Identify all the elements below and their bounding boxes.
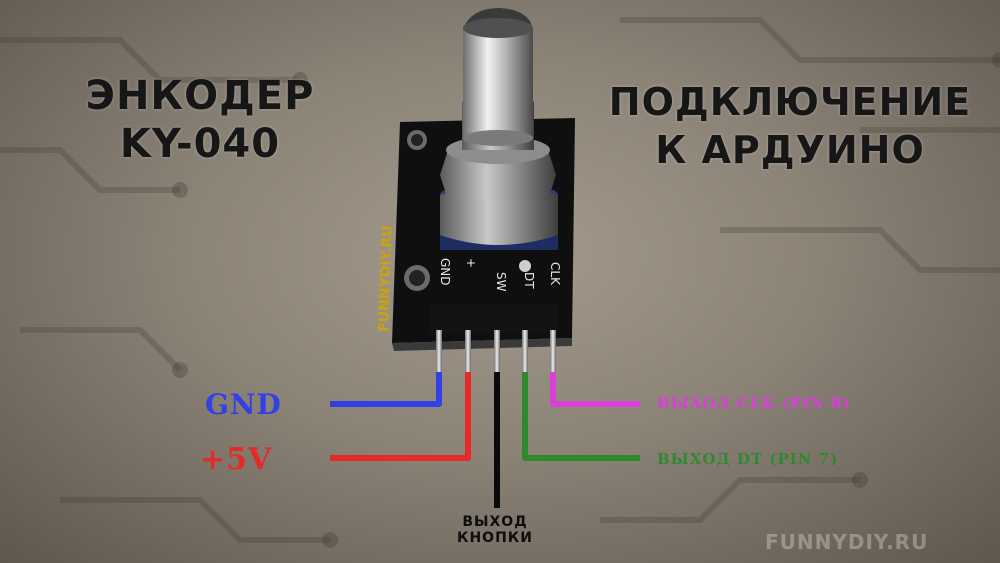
label-clk-output: ВЫХОД CLK (PIN 8)	[657, 394, 851, 412]
encoder-shaft	[463, 8, 533, 146]
pin-label-vcc: +	[464, 258, 478, 268]
pin-header	[430, 304, 558, 378]
wire-dt	[522, 372, 640, 461]
title-encoder-line1: ЭНКОДЕР	[85, 73, 315, 119]
label-5v: +5V	[200, 442, 273, 477]
label-button-output: ВЫХОД КНОПКИ	[430, 514, 560, 546]
label-button-line1: ВЫХОД	[462, 514, 528, 530]
wire-vcc	[330, 372, 471, 461]
pin-labels: GND + SW DT CLK	[438, 258, 562, 292]
label-gnd: GND	[205, 388, 282, 421]
pin-label-clk: CLK	[548, 262, 562, 286]
pin-label-sw: SW	[494, 272, 508, 292]
watermark: FUNNYDIY.RU	[765, 530, 929, 554]
board-watermark-text: FUNNYDIY.RU	[376, 225, 396, 332]
title-connection-line1: ПОДКЛЮЧЕНИЕ	[608, 80, 972, 124]
label-dt-output: ВЫХОД DT (PIN 7)	[657, 450, 839, 468]
title-connection-line2: К АРДУИНО	[655, 128, 925, 172]
label-button-line2: КНОПКИ	[457, 530, 533, 546]
title-encoder: ЭНКОДЕР KY-040	[55, 72, 345, 168]
pin-label-dt: DT	[522, 272, 536, 289]
wire-gnd	[330, 372, 442, 407]
title-connection: ПОДКЛЮЧЕНИЕ К АРДУИНО	[600, 78, 980, 174]
wire-clk	[550, 372, 640, 407]
title-encoder-line2: KY-040	[119, 121, 281, 167]
encoder-body	[440, 92, 558, 250]
wire-diagram	[330, 372, 640, 508]
pin-label-gnd: GND	[438, 258, 452, 286]
